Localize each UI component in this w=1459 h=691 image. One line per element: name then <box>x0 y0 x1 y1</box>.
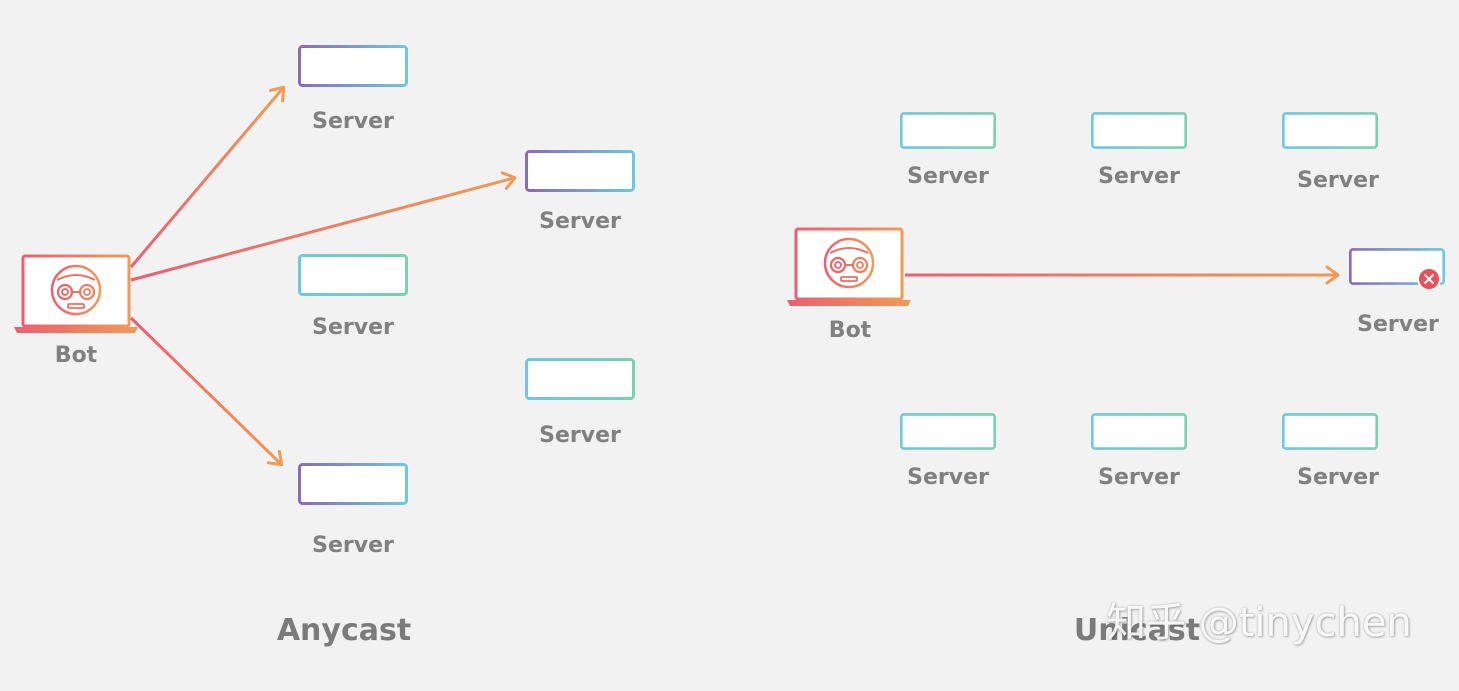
unicast-server-1-label: Server <box>907 164 989 189</box>
unicast-server-5-icon <box>1091 413 1187 457</box>
anycast-server-2-label: Server <box>539 209 621 234</box>
unicast-server-3-icon <box>1282 112 1378 156</box>
error-x-icon <box>1417 267 1441 291</box>
anycast-server-1-label: Server <box>312 109 394 134</box>
anycast-server-2-icon <box>525 150 635 200</box>
anycast-server-4-icon <box>525 358 635 408</box>
unicast-server-4-icon <box>900 413 996 457</box>
anycast-bot-label: Bot <box>54 343 98 368</box>
unicast-server-2-label: Server <box>1098 164 1180 189</box>
anycast-server-3-label: Server <box>312 315 394 340</box>
unicast-title: Unicast <box>1073 613 1201 648</box>
anycast-arrow-to-server-bottom <box>129 316 284 467</box>
unicast-bot-icon <box>786 227 912 307</box>
unicast-server-3-label: Server <box>1297 168 1379 193</box>
unicast-server-4-label: Server <box>907 465 989 490</box>
anycast-server-1-icon <box>298 45 408 95</box>
anycast-bot-icon <box>13 254 139 334</box>
anycast-arrow-to-server-top <box>129 85 286 268</box>
anycast-server-5-label: Server <box>312 533 394 558</box>
unicast-server-6-label: Server <box>1297 465 1379 490</box>
watermark: 知乎 @tinychen <box>1106 600 1412 646</box>
unicast-server-5-label: Server <box>1098 465 1180 490</box>
unicast-server-target-label: Server <box>1357 312 1439 337</box>
anycast-title: Anycast <box>276 613 412 648</box>
anycast-server-5-icon <box>298 463 408 513</box>
unicast-bot-label: Bot <box>828 318 872 343</box>
anycast-arrow-to-server-right <box>130 171 517 282</box>
unicast-server-1-icon <box>900 112 996 156</box>
anycast-server-4-label: Server <box>539 423 621 448</box>
unicast-server-6-icon <box>1282 413 1378 457</box>
unicast-server-2-icon <box>1091 112 1187 156</box>
anycast-server-3-icon <box>298 254 408 304</box>
